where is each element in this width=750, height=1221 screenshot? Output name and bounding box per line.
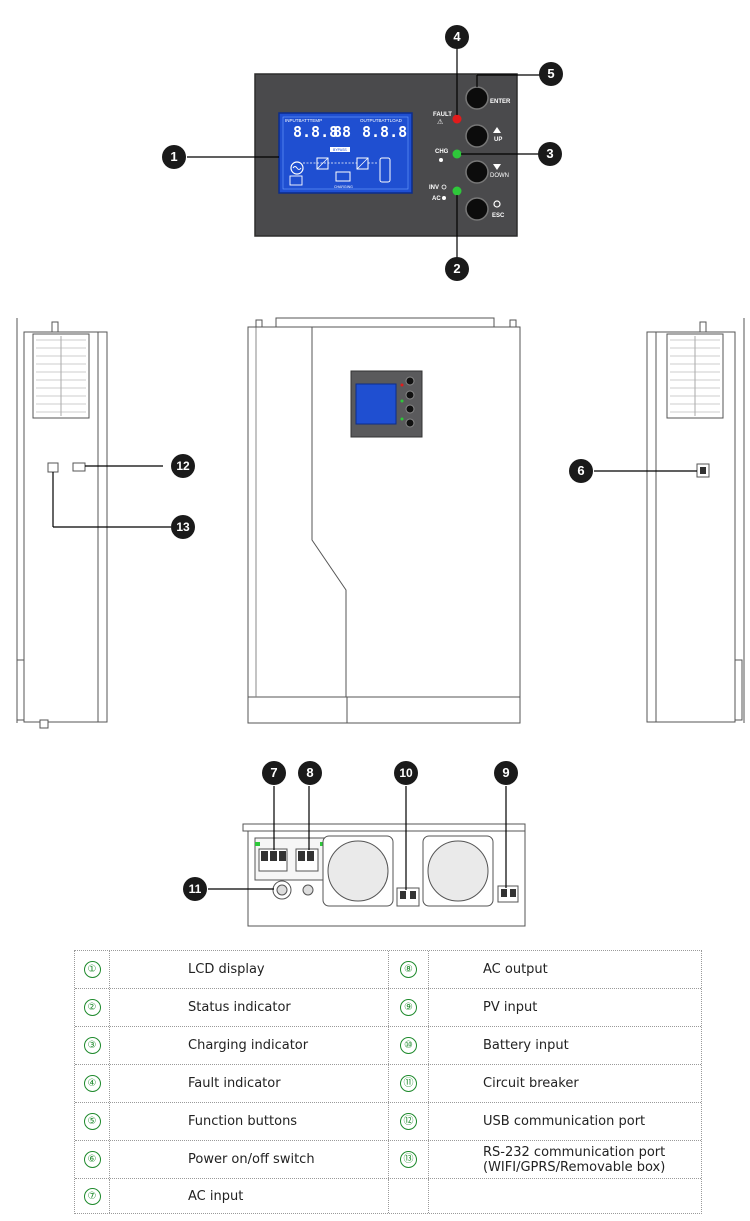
legend-row: ③ Charging indicator ⑩ Battery input xyxy=(75,1027,701,1065)
ac-source-icon xyxy=(290,161,304,175)
callout-11: 11 xyxy=(183,877,207,901)
solar-panel-icon xyxy=(289,175,303,186)
legend-label: Charging indicator xyxy=(188,1038,309,1053)
warning-icon: ⚠ xyxy=(437,118,443,126)
legend-number: ⑧ xyxy=(400,961,417,978)
load-icon xyxy=(379,157,391,183)
legend-label: Battery input xyxy=(483,1038,569,1053)
legend-row: ④ Fault indicator ⑪ Circuit breaker xyxy=(75,1065,701,1103)
legend-label: AC input xyxy=(188,1188,244,1204)
lcd-bypass-label: BYPASS xyxy=(333,148,347,152)
down-label: DOWN xyxy=(490,173,509,179)
chg-led xyxy=(452,149,462,159)
callout-13: 13 xyxy=(171,515,195,539)
legend-number: ⑥ xyxy=(83,1151,101,1168)
legend-number: ⑫ xyxy=(400,1113,417,1130)
legend-number: ④ xyxy=(83,1075,101,1092)
legend-row: ⑥ Power on/off switch ⑬ RS-232 communica… xyxy=(75,1141,701,1179)
legend-label: Status indicator xyxy=(188,1000,291,1015)
legend-label: Power on/off switch xyxy=(188,1152,315,1167)
legend-row: ⑤ Function buttons ⑫ USB communication p… xyxy=(75,1103,701,1141)
legend-number: ⑪ xyxy=(400,1075,417,1092)
callout-lines-top xyxy=(187,48,541,258)
lcd-charging-label: CHARGING xyxy=(334,185,353,189)
up-label: UP xyxy=(494,137,502,143)
legend-label: LCD display xyxy=(188,962,265,977)
up-button[interactable] xyxy=(465,124,489,148)
legend-label: PV input xyxy=(483,1000,538,1015)
callout-5: 5 xyxy=(539,62,563,86)
fault-led xyxy=(452,114,462,124)
lcd-right-digits: 8.8.8 xyxy=(362,123,407,141)
inverter-diagram: INPUTBATTTEMP OUTPUTBATTLOAD 8.8.8 88 8.… xyxy=(16,48,745,927)
callout-4: 4 xyxy=(445,25,469,49)
legend-table: ① LCD display ⑧ AC output ② Status indic… xyxy=(74,950,702,1214)
callout-2: 2 xyxy=(445,257,469,281)
battery-icon xyxy=(335,171,351,182)
lcd-left-digits: 8.8.8 xyxy=(293,123,338,141)
down-arrow-icon xyxy=(493,164,501,170)
legend-number: ⑬ xyxy=(400,1151,417,1168)
legend-number: ③ xyxy=(83,1037,101,1054)
control-panel: INPUTBATTTEMP OUTPUTBATTLOAD 8.8.8 88 8.… xyxy=(254,73,518,237)
lcd-output-label: OUTPUTBATTLOAD xyxy=(360,118,403,123)
left-side-view xyxy=(16,318,108,729)
callout-3: 3 xyxy=(538,142,562,166)
legend-row: ② Status indicator ⑨ PV input xyxy=(75,989,701,1027)
callout-lines-bottom xyxy=(208,786,507,890)
callout-8: 8 xyxy=(298,761,322,785)
inv-label: INV xyxy=(429,185,439,191)
enter-button[interactable] xyxy=(465,86,489,110)
legend-label: RS-232 communication port xyxy=(483,1144,666,1160)
legend-label: USB communication port xyxy=(483,1114,646,1129)
legend-number: ② xyxy=(83,999,101,1016)
bottom-view xyxy=(242,823,526,927)
lcd-mid-digits: 88 xyxy=(333,123,351,141)
legend-number: ⑩ xyxy=(400,1037,417,1054)
legend-label: Fault indicator xyxy=(188,1076,281,1091)
lcd-display: INPUTBATTTEMP OUTPUTBATTLOAD 8.8.8 88 8.… xyxy=(278,112,413,194)
ac-led xyxy=(452,186,462,196)
esc-label: ESC xyxy=(492,213,505,219)
inverter-icon xyxy=(316,157,329,170)
callout-lines-left xyxy=(52,465,171,528)
legend-label: Function buttons xyxy=(188,1114,298,1129)
legend-row: ① LCD display ⑧ AC output xyxy=(75,951,701,989)
callout-10: 10 xyxy=(394,761,418,785)
ac-terminal-block xyxy=(258,848,319,872)
legend-number: ⑨ xyxy=(400,999,417,1016)
power-icon xyxy=(493,200,501,208)
fault-label: FAULT xyxy=(433,112,452,118)
esc-button[interactable] xyxy=(465,197,489,221)
callout-1: 1 xyxy=(162,145,186,169)
converter-icon xyxy=(356,157,369,170)
callout-12: 12 xyxy=(171,454,195,478)
legend-label-extra: (WIFI/GPRS/Removable box) xyxy=(483,1159,666,1175)
down-button[interactable] xyxy=(465,160,489,184)
right-side-view xyxy=(646,318,745,723)
callout-6: 6 xyxy=(569,459,593,483)
legend-number: ⑤ xyxy=(83,1113,101,1130)
rs232-port xyxy=(47,462,59,473)
legend-number: ① xyxy=(83,961,101,978)
ac-label: AC xyxy=(432,196,441,202)
callout-9: 9 xyxy=(494,761,518,785)
callout-7: 7 xyxy=(262,761,286,785)
lcd-input-label: INPUTBATTTEMP xyxy=(285,118,322,123)
chg-label: CHG xyxy=(435,149,449,155)
legend-number: ⑦ xyxy=(83,1187,101,1205)
up-arrow-icon xyxy=(493,127,501,133)
legend-row: ⑦ AC input xyxy=(75,1179,701,1213)
usb-port xyxy=(72,462,86,472)
legend-label: AC output xyxy=(483,962,548,977)
legend-label: Circuit breaker xyxy=(483,1076,579,1091)
enter-label: ENTER xyxy=(490,99,511,105)
front-view xyxy=(247,317,521,724)
